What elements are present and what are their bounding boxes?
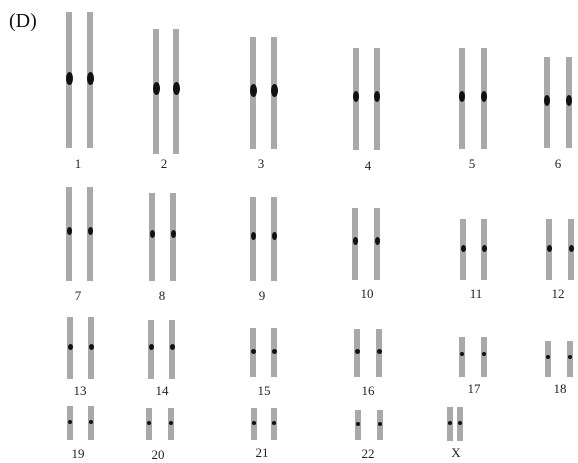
centromere <box>149 230 155 238</box>
centromere <box>378 422 382 426</box>
centromere <box>147 421 151 425</box>
centromere <box>459 90 465 102</box>
centromere <box>568 244 574 252</box>
centromere <box>546 355 550 359</box>
chromosome-number: 14 <box>155 383 169 398</box>
chromosome-number: 7 <box>74 288 82 303</box>
chromosome-number: 20 <box>151 447 165 462</box>
panel-label: (D) <box>9 10 37 32</box>
chromosome-number: 11 <box>469 286 483 301</box>
centromere <box>89 420 93 424</box>
centromere <box>354 348 360 354</box>
chromosome-number: 6 <box>554 156 562 171</box>
centromere <box>66 227 72 235</box>
chromosome-right <box>567 341 573 377</box>
centromere <box>376 348 382 354</box>
chromosome-number: 16 <box>361 383 375 398</box>
chromosome-number: 17 <box>467 381 481 396</box>
centromere <box>88 344 94 350</box>
centromere <box>148 344 154 350</box>
centromere <box>546 244 552 252</box>
centromere <box>482 352 486 356</box>
chromosome-number: 19 <box>71 446 85 461</box>
centromere <box>68 420 72 424</box>
centromere <box>481 244 487 252</box>
centromere <box>172 81 180 95</box>
centromere <box>544 94 550 106</box>
chromosome-number: 22 <box>361 446 375 461</box>
centromere <box>169 421 173 425</box>
centromere <box>250 232 256 240</box>
chromosome-number: X <box>451 445 461 460</box>
centromere <box>374 90 380 102</box>
centromere <box>271 348 277 354</box>
chromosome-left <box>459 337 465 377</box>
chromosome-number: 2 <box>160 156 168 171</box>
centromere <box>356 422 360 426</box>
chromosome-number: 12 <box>551 286 565 301</box>
chromosome-left <box>545 341 551 377</box>
chromosome-number: 1 <box>74 156 82 171</box>
centromere <box>481 90 487 102</box>
centromere <box>249 83 257 97</box>
centromere <box>566 94 572 106</box>
chromosome-number: 15 <box>257 383 271 398</box>
chromosome-number: 8 <box>158 288 166 303</box>
chromosome-number: 4 <box>364 158 372 173</box>
centromere <box>252 421 256 425</box>
centromere <box>460 352 464 356</box>
chromosome-number: 18 <box>553 381 567 396</box>
centromere <box>272 421 276 425</box>
chromosome-number: 21 <box>255 445 269 460</box>
centromere <box>87 227 93 235</box>
chromosome-number: 9 <box>258 288 266 303</box>
centromere <box>352 237 358 245</box>
centromere <box>460 244 466 252</box>
chromosome-number: 10 <box>360 286 374 301</box>
centromere <box>568 355 572 359</box>
chromosome-number: 13 <box>73 383 87 398</box>
chromosome-number: 5 <box>468 156 476 171</box>
centromere <box>250 348 256 354</box>
centromere <box>270 83 278 97</box>
centromere <box>170 230 176 238</box>
centromere <box>271 232 277 240</box>
centromere <box>169 344 175 350</box>
chromosome-right <box>481 337 487 377</box>
centromere <box>65 71 73 85</box>
centromere <box>353 90 359 102</box>
centromere <box>458 421 462 425</box>
centromere <box>152 81 160 95</box>
centromere <box>374 237 380 245</box>
centromere <box>86 71 94 85</box>
centromere <box>448 421 452 425</box>
centromere <box>67 344 73 350</box>
chromosome-number: 3 <box>257 156 265 171</box>
